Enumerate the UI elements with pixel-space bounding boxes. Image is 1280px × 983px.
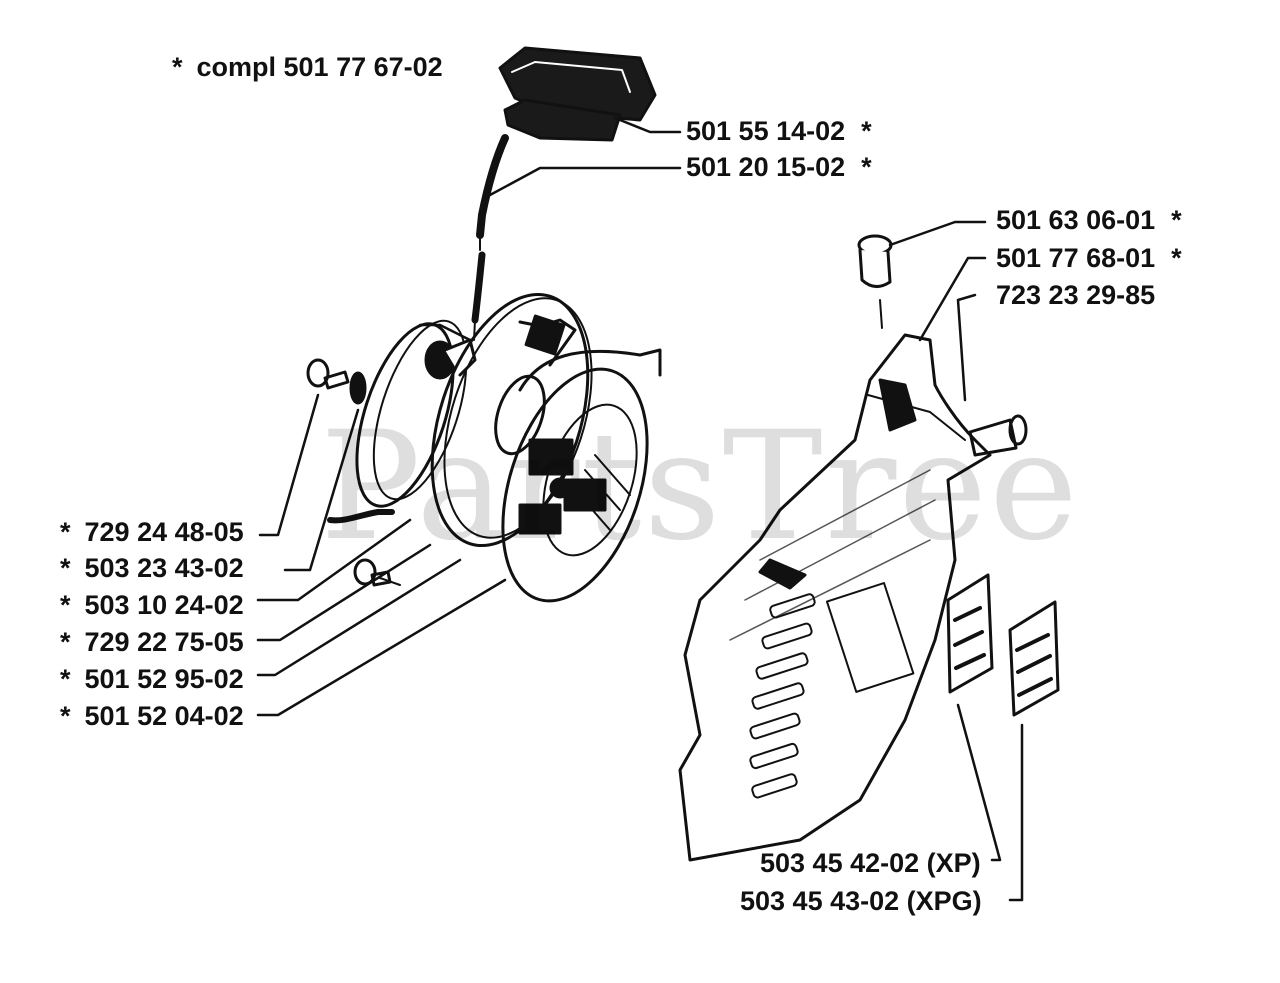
label-left-part: * 503 10 24-02 (60, 590, 244, 620)
label-decal-xpg: 503 45 43-02 (XPG) (740, 886, 982, 916)
asterisk: * (60, 553, 71, 583)
part-number: 503 10 24-02 (84, 590, 244, 620)
label-decal-xp: 503 45 42-02 (XP) (760, 848, 981, 878)
decal-xp (946, 573, 994, 694)
leader-cover-part (918, 256, 987, 342)
starter-pawl-carrier (501, 348, 662, 603)
spring-clip (327, 509, 395, 524)
rope-pulley (355, 319, 477, 508)
leader-503-10-24 (256, 518, 412, 602)
asterisk: * (861, 152, 872, 182)
leader-rope (488, 166, 682, 197)
part-number: 501 20 15-02 (686, 152, 846, 182)
leader-503-23-43 (283, 408, 360, 572)
part-number: 501 52 95-02 (84, 664, 244, 694)
leader-plug (888, 220, 987, 247)
label-rope: 501 20 15-02 * (686, 152, 872, 182)
part-number: 501 52 04-02 (84, 701, 244, 731)
label-handle: 501 55 14-02 * (686, 116, 872, 146)
asterisk: * (60, 627, 71, 657)
screw-729-24-48 (306, 358, 350, 390)
leader-decal-xpg (1008, 723, 1024, 902)
decal-xpg (1008, 600, 1060, 717)
label-left-part: * 729 22 75-05 (60, 627, 244, 657)
cover-vent-slots (749, 593, 816, 799)
leader-729-22-75 (256, 543, 432, 642)
leader-handle (613, 116, 682, 134)
part-number: 723 23 29-85 (996, 280, 1156, 310)
starter-handle (498, 46, 657, 142)
plug-501-63-06 (857, 234, 893, 329)
part-number: 503 45 42-02 (XP) (760, 848, 981, 878)
part-number: 503 23 43-02 (84, 553, 244, 583)
spring-cassette (430, 292, 593, 548)
part-number: 501 77 68-01 (996, 243, 1156, 273)
label-plug: 501 63 06-01 * (996, 205, 1182, 235)
leader-501-52-04 (256, 578, 507, 717)
part-number: 501 63 06-01 (996, 205, 1156, 235)
asterisk: * (1171, 243, 1182, 273)
asterisk: * (1171, 205, 1182, 235)
asterisk: * (60, 701, 71, 731)
part-number: 729 24 48-05 (84, 517, 244, 547)
leader-729-24-48 (258, 393, 320, 537)
label-left-part: * 501 52 95-02 (60, 664, 244, 694)
washer-503-23-43 (349, 371, 367, 405)
leader-screw-dash (379, 577, 401, 586)
asterisk: * (172, 52, 183, 82)
asterisk: * (861, 116, 872, 146)
asterisk: * (60, 590, 71, 620)
part-number: compl 501 77 67-02 (196, 52, 443, 82)
label-cover-part: 501 77 68-01 * (996, 243, 1182, 273)
label-screw-right: 723 23 29-85 (996, 280, 1155, 310)
asterisk: * (60, 517, 71, 547)
part-number: 501 55 14-02 (686, 116, 846, 146)
asterisk: * (60, 664, 71, 694)
part-number: 729 22 75-05 (84, 627, 244, 657)
label-left-part: * 501 52 04-02 (60, 701, 244, 731)
part-number: 503 45 43-02 (XPG) (740, 886, 982, 916)
watermark: PartsTree (320, 400, 1080, 574)
leader-screw-right (956, 293, 977, 402)
leader-501-52-95 (256, 558, 462, 677)
label-compl: * compl 501 77 67-02 (172, 52, 443, 82)
label-left-part: * 729 24 48-05 (60, 517, 244, 547)
leader-decal-xp (956, 703, 1002, 862)
label-left-part: * 503 23 43-02 (60, 553, 244, 583)
starter-cover (678, 333, 992, 862)
